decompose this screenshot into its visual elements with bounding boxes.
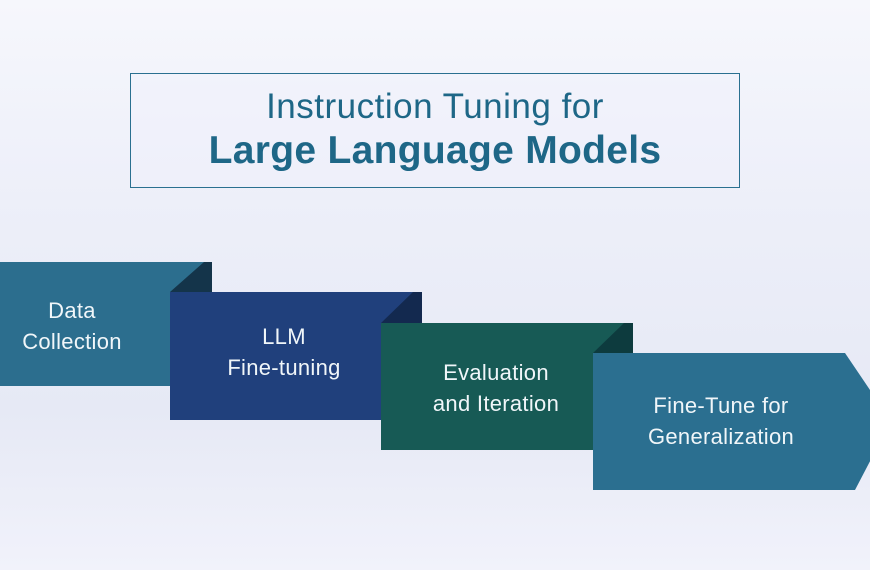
step-label-fine-tune-for-generalization: Fine-Tune for Generalization [593, 390, 849, 452]
title-line-2: Large Language Models [208, 129, 662, 173]
step-arrow-fine-tune-for-generalization [593, 353, 870, 490]
step-fold-llm-fine-tuning [381, 292, 422, 323]
step-label-line: Fine-Tune for [653, 393, 789, 418]
step-fold-evaluation-and-iteration [593, 323, 633, 353]
step-label-line: LLM [262, 324, 306, 349]
step-label-line: Generalization [647, 424, 795, 449]
title-line-1: Instruction Tuning for [266, 86, 604, 126]
step-label-line: Fine-tuning [227, 355, 341, 380]
step-label-data-collection: Data Collection [0, 295, 144, 357]
title-box: Instruction Tuning for Large Language Mo… [130, 73, 740, 188]
step-box-llm-fine-tuning [170, 292, 422, 420]
step-box-evaluation-and-iteration [381, 323, 633, 450]
step-label-llm-fine-tuning: LLM Fine-tuning [170, 321, 398, 383]
step-label-line: Collection [22, 329, 122, 354]
step-label-line: and Iteration [432, 391, 560, 416]
step-label-evaluation-and-iteration: Evaluation and Iteration [381, 357, 611, 419]
step-label-line: Data [48, 298, 96, 323]
step-label-line: Evaluation [443, 360, 549, 385]
step-fold-data-collection [170, 262, 212, 292]
